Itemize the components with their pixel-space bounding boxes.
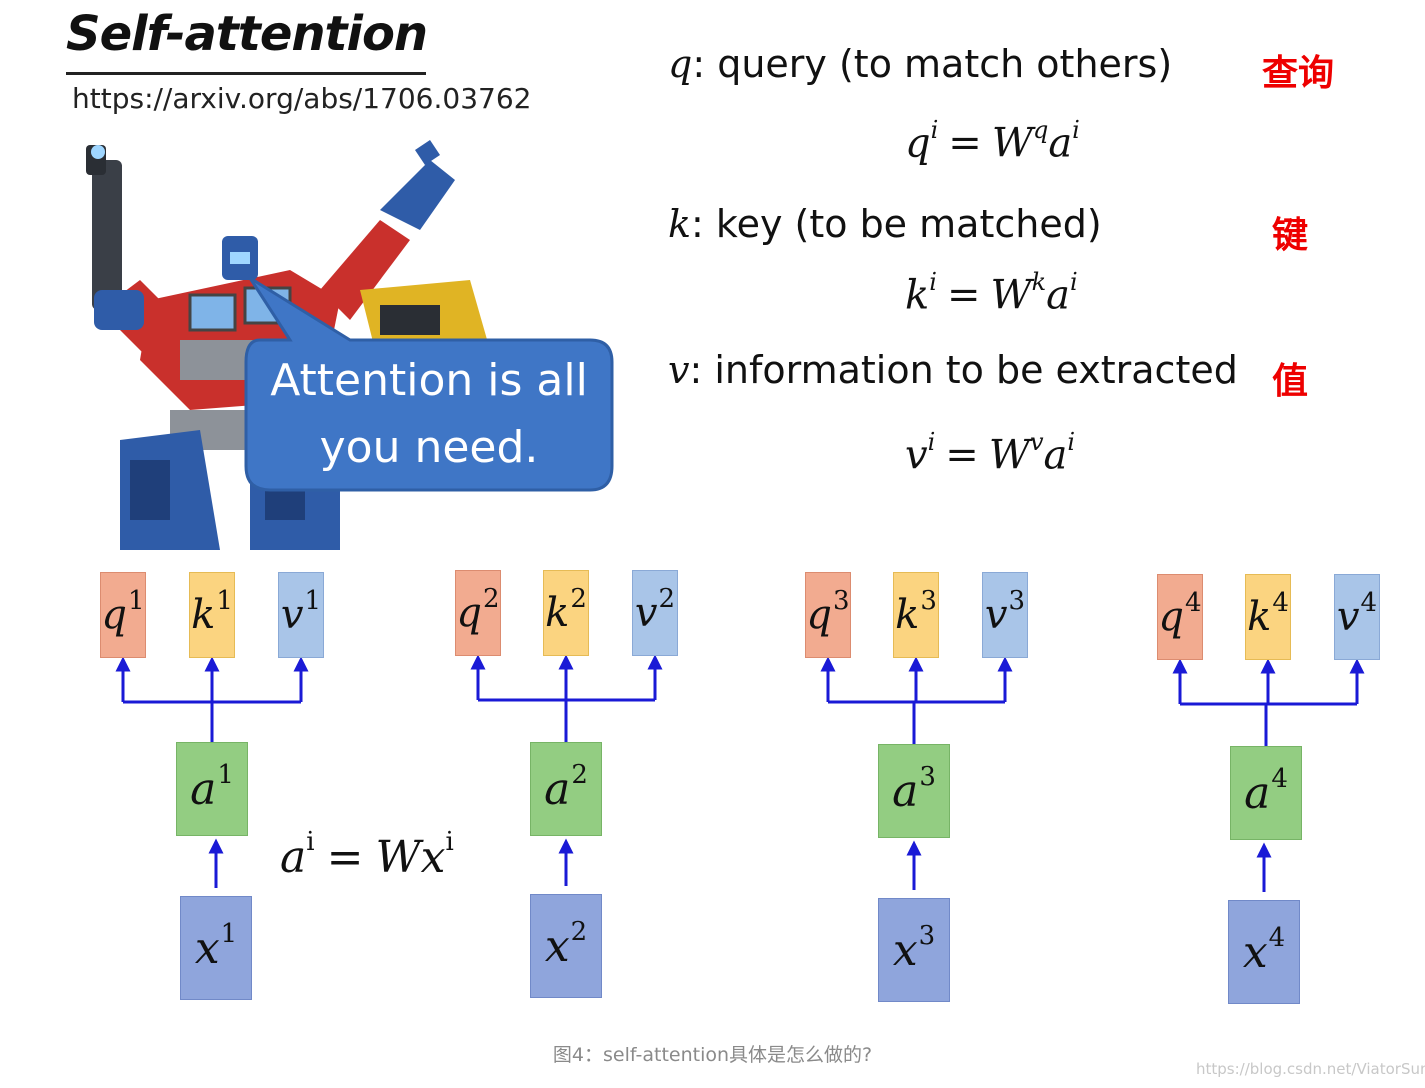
input-embedding-equation: ai=Wxi: [280, 827, 454, 883]
speech-bubble-line-1: Attention is all: [270, 355, 588, 406]
title-underline: [66, 72, 426, 75]
key-chinese-label: 键: [1272, 214, 1309, 256]
value-definition: v: information to be extracted: [668, 348, 1238, 392]
query-definition: q: query (to match others): [668, 42, 1173, 86]
speech-bubble-shape: [244, 276, 614, 492]
query-chinese-label: 查询: [1262, 52, 1335, 94]
speech-bubble-line-2: you need.: [319, 422, 539, 473]
query-equation: qi=Wqai: [905, 116, 1080, 167]
value-chinese-label: 值: [1272, 360, 1309, 402]
source-watermark: https://blog.csdn.net/ViatorSun: [1196, 1060, 1425, 1078]
key-equation: ki=Wkai: [905, 268, 1078, 319]
figure-caption: 图4：self-attention具体是怎么做的?: [552, 1044, 873, 1066]
paper-url[interactable]: https://arxiv.org/abs/1706.03762: [72, 82, 532, 115]
value-equation: vi=Wvai: [905, 428, 1076, 479]
key-definition: k: key (to be matched): [668, 202, 1102, 246]
slide-title: Self-attention: [66, 6, 428, 62]
